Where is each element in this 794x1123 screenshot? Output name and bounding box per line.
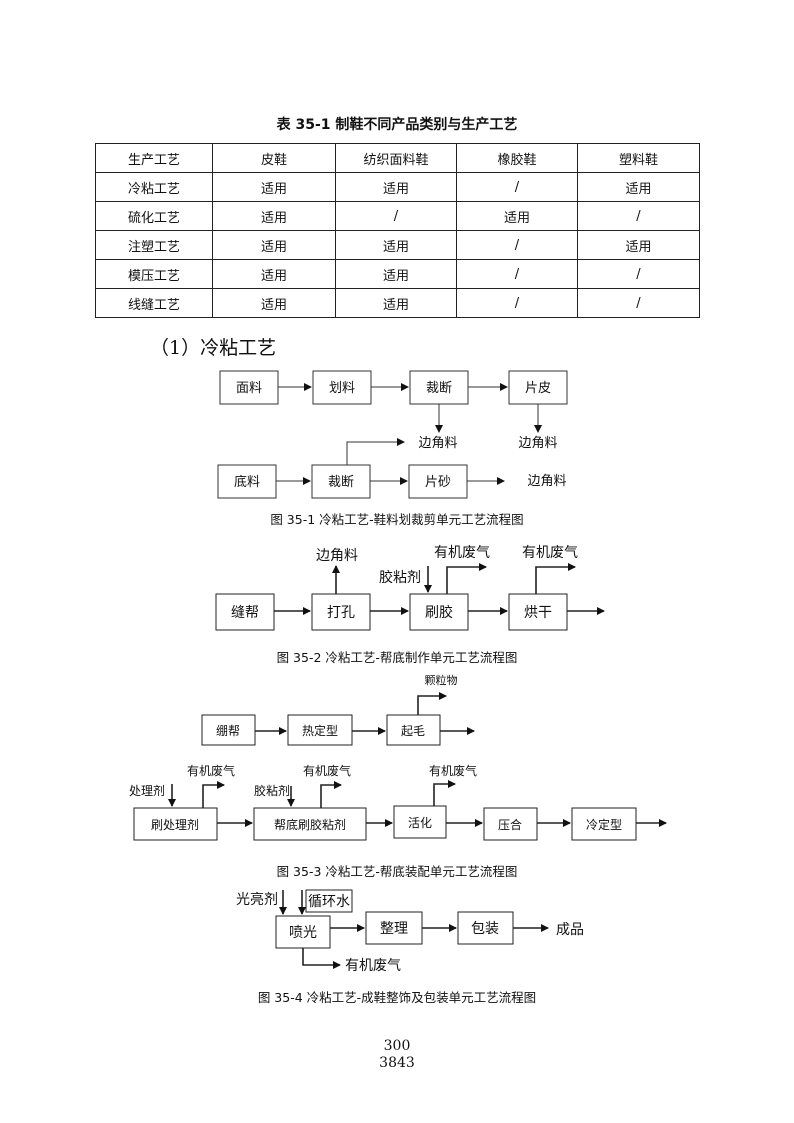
box-dakong-label: 打孔 <box>327 604 355 621</box>
box-zhengli-label: 整理 <box>380 921 408 937</box>
arrow <box>417 692 447 715</box>
table-cell: 注塑工艺 <box>95 230 213 260</box>
input-jiaonianji: 胶粘剂 <box>379 569 421 586</box>
header-cell: 生产工艺 <box>95 143 213 173</box>
arrow <box>202 781 225 808</box>
box-yahe <box>483 807 538 841</box>
output-chengpin: 成品 <box>556 922 584 938</box>
box-shuajiao-label: 刷胶 <box>425 604 453 621</box>
box-pianshao-label: 片砂 <box>425 475 451 490</box>
output-bianjiaoliao: 边角料 <box>316 548 358 564</box>
header-cell: 橡胶鞋 <box>456 143 578 173</box>
box-shuachuliji <box>133 807 218 841</box>
table-cell: 适用 <box>212 230 336 260</box>
arrow <box>320 781 342 808</box>
box-lengdingxing-label: 冷定型 <box>586 817 622 832</box>
header-cell: 纺织面料鞋 <box>335 143 457 173</box>
box-bangdi-label: 帮底刷胶粘剂 <box>274 817 346 832</box>
box-fengbang-label: 缝帮 <box>231 605 259 621</box>
box-redingxing <box>287 714 353 746</box>
figure-35-2-caption: 图 35-2 冷粘工艺-帮底制作单元工艺流程图 <box>276 650 518 665</box>
table-cell: / <box>456 259 578 289</box>
input-jiaonianji: 胶粘剂 <box>254 783 290 798</box>
box-pianpi-label: 片皮 <box>525 381 551 396</box>
table-cell: 适用 <box>335 172 457 202</box>
table-cell: 适用 <box>335 288 457 318</box>
arrow <box>433 780 456 806</box>
table-cell: / <box>577 259 700 289</box>
box-huohua <box>393 805 447 839</box>
table-cell: / <box>456 288 578 318</box>
process-table: 生产工艺 皮鞋 纺织面料鞋 橡胶鞋 塑料鞋 冷粘工艺 适用 适用 / 适用 硫化… <box>95 143 700 318</box>
output-youjifeiqi: 有机废气 <box>345 958 401 974</box>
table-header-row: 生产工艺 皮鞋 纺织面料鞋 橡胶鞋 塑料鞋 <box>95 143 700 173</box>
arrow <box>302 948 341 969</box>
output-bianjiaoliao-1: 边角料 <box>418 436 457 451</box>
input-guangliangji: 光亮剂 <box>236 891 278 908</box>
output-youjifeiqi-1: 有机废气 <box>187 763 235 778</box>
box-bangdi <box>253 807 367 841</box>
figure-35-2: 缝帮 打孔 刷胶 烘干 边角料 胶粘剂 有机废气 有机废气 <box>215 545 605 631</box>
figure-35-3: 绷帮 热定型 起毛 颗粒物 刷处理剂 帮底刷胶粘剂 活化 压合 冷定型 处理剂 … <box>129 673 667 841</box>
figure-35-1-caption: 图 35-1 冷粘工艺-鞋料划裁剪单元工艺流程图 <box>270 512 524 527</box>
box-redingxing-label: 热定型 <box>302 723 338 738</box>
input-xunhuanshui: 循环水 <box>308 894 350 910</box>
box-shuachuliji-label: 刷处理剂 <box>151 817 199 832</box>
figure-35-4-caption: 图 35-4 冷粘工艺-成鞋整饰及包装单元工艺流程图 <box>257 990 537 1005</box>
box-honggan-label: 烘干 <box>524 605 552 621</box>
table-row: 注塑工艺 适用 适用 / 适用 <box>95 230 700 260</box>
page-number-secondary: 3843 <box>379 1055 415 1071</box>
section-heading: （1）冷粘工艺 <box>150 337 277 359</box>
table-cell: 适用 <box>577 172 700 202</box>
box-caiduan-1-label: 裁断 <box>426 380 452 396</box>
figure-35-3-caption: 图 35-3 冷粘工艺-帮底装配单元工艺流程图 <box>276 864 518 879</box>
box-diliao-label: 底料 <box>234 474 260 490</box>
box-yahe-label: 压合 <box>498 817 522 832</box>
table-cell: 适用 <box>212 288 336 318</box>
table-cell: 适用 <box>212 201 336 231</box>
box-xunhuanshui <box>305 889 353 913</box>
box-caiduan-2-label: 裁断 <box>328 474 354 490</box>
table-title: 表 35-1 制鞋不同产品类别与生产工艺 <box>276 117 518 133</box>
box-dakong <box>311 593 371 631</box>
box-mianliao-label: 面料 <box>236 381 262 396</box>
box-lengdingxing <box>571 807 637 841</box>
box-baozhuang-label: 包装 <box>471 921 499 937</box>
output-youjifeiqi-1: 有机废气 <box>434 545 490 561</box>
figure-35-4: 光亮剂 循环水 喷光 整理 包装 成品 有机废气 <box>236 889 584 974</box>
table-cell: 适用 <box>577 230 700 260</box>
arrow <box>535 563 576 594</box>
arrow <box>346 438 405 465</box>
table-row: 线缝工艺 适用 适用 / / <box>95 288 700 318</box>
box-penguang-label: 喷光 <box>289 925 317 941</box>
output-youjifeiqi-2: 有机废气 <box>303 763 351 778</box>
table-row: 硫化工艺 适用 / 适用 / <box>95 201 700 231</box>
page-number: 300 <box>383 1038 411 1054</box>
header-cell: 皮鞋 <box>212 143 336 173</box>
input-chuliji: 处理剂 <box>129 783 165 798</box>
output-youjifeiqi-2: 有机废气 <box>522 545 578 561</box>
table-cell: 线缝工艺 <box>95 288 213 318</box>
output-keliwu: 颗粒物 <box>425 673 458 687</box>
box-hualiao-label: 划料 <box>329 381 355 396</box>
table-cell: / <box>577 288 700 318</box>
output-youjifeiqi-3: 有机废气 <box>429 763 477 778</box>
box-fengbang <box>215 593 275 631</box>
box-qimao <box>386 714 441 746</box>
arrow <box>446 563 487 594</box>
box-bengbang-label: 绷帮 <box>216 723 240 738</box>
box-honggan <box>508 593 568 631</box>
figure-35-1: 面料 划料 裁断 片皮 边角料 边角料 底料 裁断 片砂 边角料 <box>217 370 568 499</box>
box-qimao-label: 起毛 <box>401 724 425 738</box>
output-bianjiaoliao-3: 边角料 <box>527 474 566 489</box>
output-bianjiaoliao-2: 边角料 <box>518 436 557 451</box>
box-bengbang <box>201 714 256 746</box>
box-shuajiao <box>409 593 469 631</box>
table-cell: 适用 <box>212 172 336 202</box>
box-huohua-label: 活化 <box>408 816 432 830</box>
